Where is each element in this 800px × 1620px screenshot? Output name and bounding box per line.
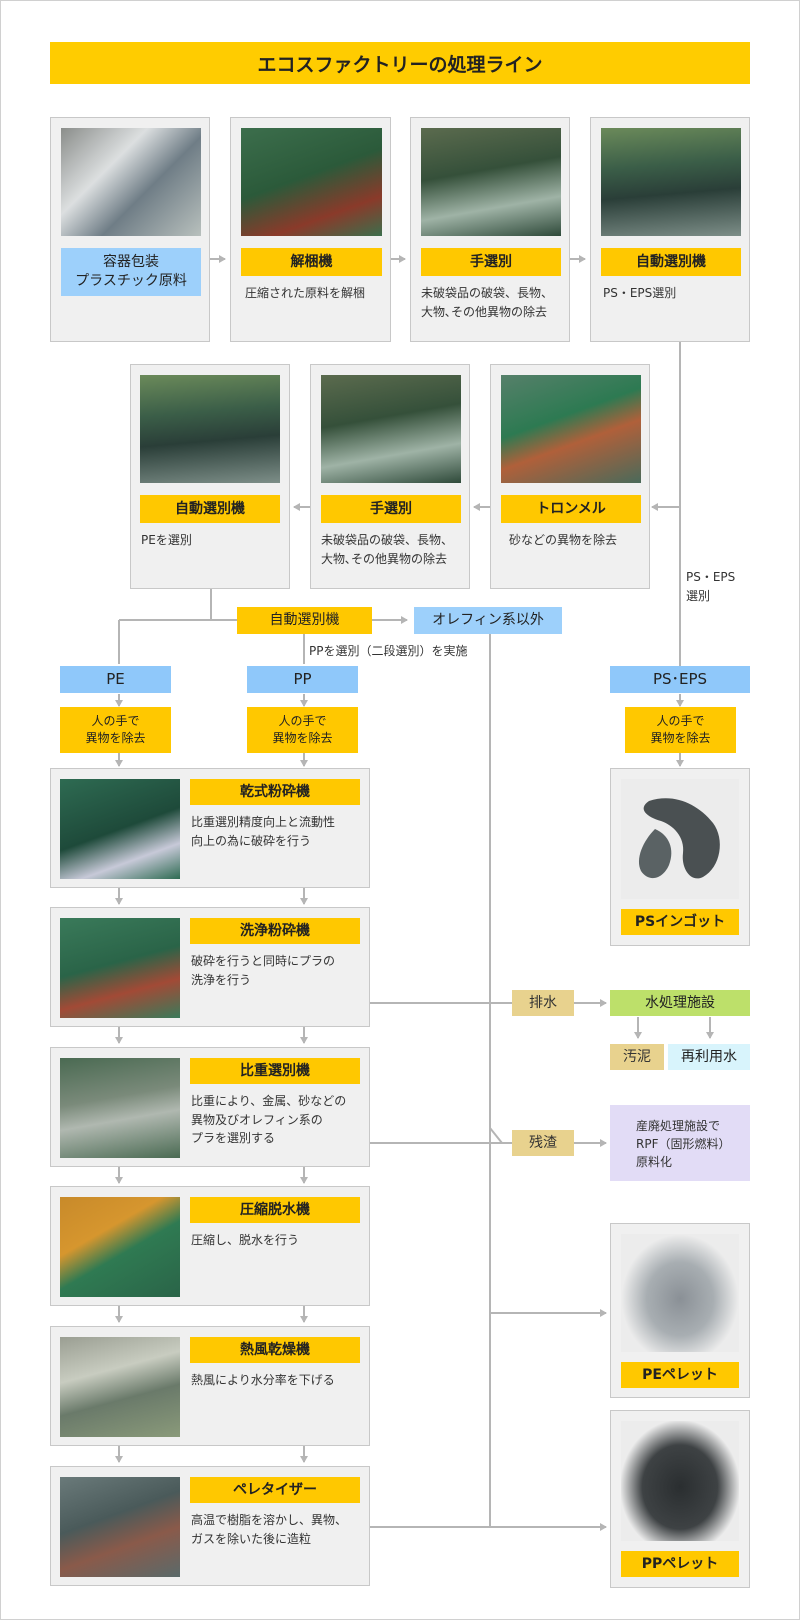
note-pp-two-stage: PPを選別（二段選別）を実施: [309, 644, 468, 658]
step-unbaler: 解梱機 圧縮された原料を解梱: [230, 117, 391, 342]
stream-ps-eps: PS･EPS: [610, 666, 750, 693]
desc-manual-sort-1: 未破袋品の破袋、長物、 大物､その他異物の除去: [421, 286, 554, 319]
desc-pelletizer: 高温で樹脂を溶かし、異物、 ガスを除いた後に造粒: [191, 1513, 348, 1546]
label-manual-sort-1: 手選別: [421, 248, 561, 276]
step-auto-sort-ps: 自動選別機 PS・EPS選別: [590, 117, 750, 342]
label-water-facility: 水処理施設: [610, 990, 750, 1016]
stream-pe: PE: [60, 666, 171, 693]
desc-unbaler: 圧縮された原料を解梱: [245, 286, 366, 300]
label-auto-sort-pp: 自動選別機: [237, 607, 372, 634]
product-pp-pellet: PPペレット: [610, 1410, 750, 1588]
label-hot-air-dryer: 熱風乾燥機: [190, 1337, 360, 1363]
photo-wash-crusher: [60, 918, 180, 1018]
label-raw-material: 容器包装 プラスチック原料: [61, 248, 201, 296]
photo-trommel: [501, 375, 641, 483]
desc-trommel: 砂などの異物を除去: [509, 533, 618, 547]
label-pp-pellet: PPペレット: [621, 1551, 739, 1577]
desc-gravity-separator: 比重により、金属、砂などの 異物及びオレフィン系の プラを選別する: [191, 1094, 347, 1146]
photo-pelletizer: [60, 1477, 180, 1577]
photo-unbaler: [241, 128, 382, 236]
label-gravity-separator: 比重選別機: [190, 1058, 360, 1084]
product-pe-pellet: PEペレット: [610, 1223, 750, 1398]
product-ps-ingot: PSインゴット: [610, 768, 750, 946]
photo-pp-pellet: [621, 1421, 739, 1541]
step-compression-dehydrator: 圧縮脱水機 圧縮し、脱水を行う: [50, 1186, 370, 1306]
label-residue: 残渣: [512, 1130, 574, 1156]
ps-ingot-shape: [638, 798, 720, 879]
step-hot-air-dryer: 熱風乾燥機 熱風により水分率を下げる: [50, 1326, 370, 1446]
photo-ps-ingot: [621, 779, 739, 899]
label-dry-crusher: 乾式粉砕機: [190, 779, 360, 805]
manual-remove-pp: 人の手で 異物を除去: [247, 707, 358, 753]
note-ps-eps-sort: PS・EPS 選別: [686, 570, 736, 603]
manual-remove-ps: 人の手で 異物を除去: [625, 707, 736, 753]
photo-raw-bales: [61, 128, 201, 236]
stream-pp: PP: [247, 666, 358, 693]
photo-gravity-separator: [60, 1058, 180, 1158]
step-raw-material: 容器包装 プラスチック原料: [50, 117, 210, 342]
label-reuse-water: 再利用水: [668, 1044, 750, 1070]
label-sludge: 汚泥: [610, 1044, 664, 1070]
step-gravity-separator: 比重選別機 比重により、金属、砂などの 異物及びオレフィン系の プラを選別する: [50, 1047, 370, 1167]
desc-auto-sort-pe: PEを選別: [141, 533, 192, 547]
desc-manual-sort-2: 未破袋品の破袋、長物、 大物､その他異物の除去: [321, 533, 454, 566]
step-pelletizer: ペレタイザー 高温で樹脂を溶かし、異物、 ガスを除いた後に造粒: [50, 1466, 370, 1586]
rpf-facility-box: 産廃処理施設で RPF（固形燃料） 原料化: [610, 1105, 750, 1181]
step-trommel: トロンメル 砂などの異物を除去: [490, 364, 650, 589]
label-non-olefin: オレフィン系以外: [414, 607, 562, 634]
label-pe-pellet: PEペレット: [621, 1362, 739, 1388]
label-unbaler: 解梱機: [241, 248, 382, 276]
photo-compression-dehydrator: [60, 1197, 180, 1297]
photo-auto-sort-ps: [601, 128, 741, 236]
photo-pe-pellet: [621, 1234, 739, 1352]
label-auto-sort-ps: 自動選別機: [601, 248, 741, 276]
photo-hot-air-dryer: [60, 1337, 180, 1437]
label-auto-sort-pe: 自動選別機: [140, 495, 280, 523]
manual-remove-pe: 人の手で 異物を除去: [60, 707, 171, 753]
photo-dry-crusher: [60, 779, 180, 879]
step-auto-sort-pe: 自動選別機 PEを選別: [130, 364, 290, 589]
desc-compression-dehydrator: 圧縮し、脱水を行う: [191, 1233, 300, 1247]
desc-wash-crusher: 破砕を行うと同時にプラの 洗浄を行う: [191, 954, 336, 987]
photo-auto-sort-pe: [140, 375, 280, 483]
photo-manual-sort-1: [421, 128, 561, 236]
label-pelletizer: ペレタイザー: [190, 1477, 360, 1503]
label-drainage: 排水: [512, 990, 574, 1016]
page-title: エコスファクトリーの処理ライン: [50, 42, 750, 84]
label-ps-ingot: PSインゴット: [621, 909, 739, 935]
desc-hot-air-dryer: 熱風により水分率を下げる: [191, 1373, 335, 1387]
step-manual-sort-1: 手選別 未破袋品の破袋、長物、 大物､その他異物の除去: [410, 117, 570, 342]
desc-auto-sort-ps: PS・EPS選別: [603, 286, 677, 300]
step-dry-crusher: 乾式粉砕機 比重選別精度向上と流動性 向上の為に破砕を行う: [50, 768, 370, 888]
label-compression-dehydrator: 圧縮脱水機: [190, 1197, 360, 1223]
step-wash-crusher: 洗浄粉砕機 破砕を行うと同時にプラの 洗浄を行う: [50, 907, 370, 1027]
photo-manual-sort-2: [321, 375, 461, 483]
label-wash-crusher: 洗浄粉砕機: [190, 918, 360, 944]
desc-dry-crusher: 比重選別精度向上と流動性 向上の為に破砕を行う: [191, 815, 336, 848]
step-manual-sort-2: 手選別 未破袋品の破袋、長物、 大物､その他異物の除去: [310, 364, 470, 589]
label-trommel: トロンメル: [501, 495, 641, 523]
label-manual-sort-2: 手選別: [321, 495, 461, 523]
